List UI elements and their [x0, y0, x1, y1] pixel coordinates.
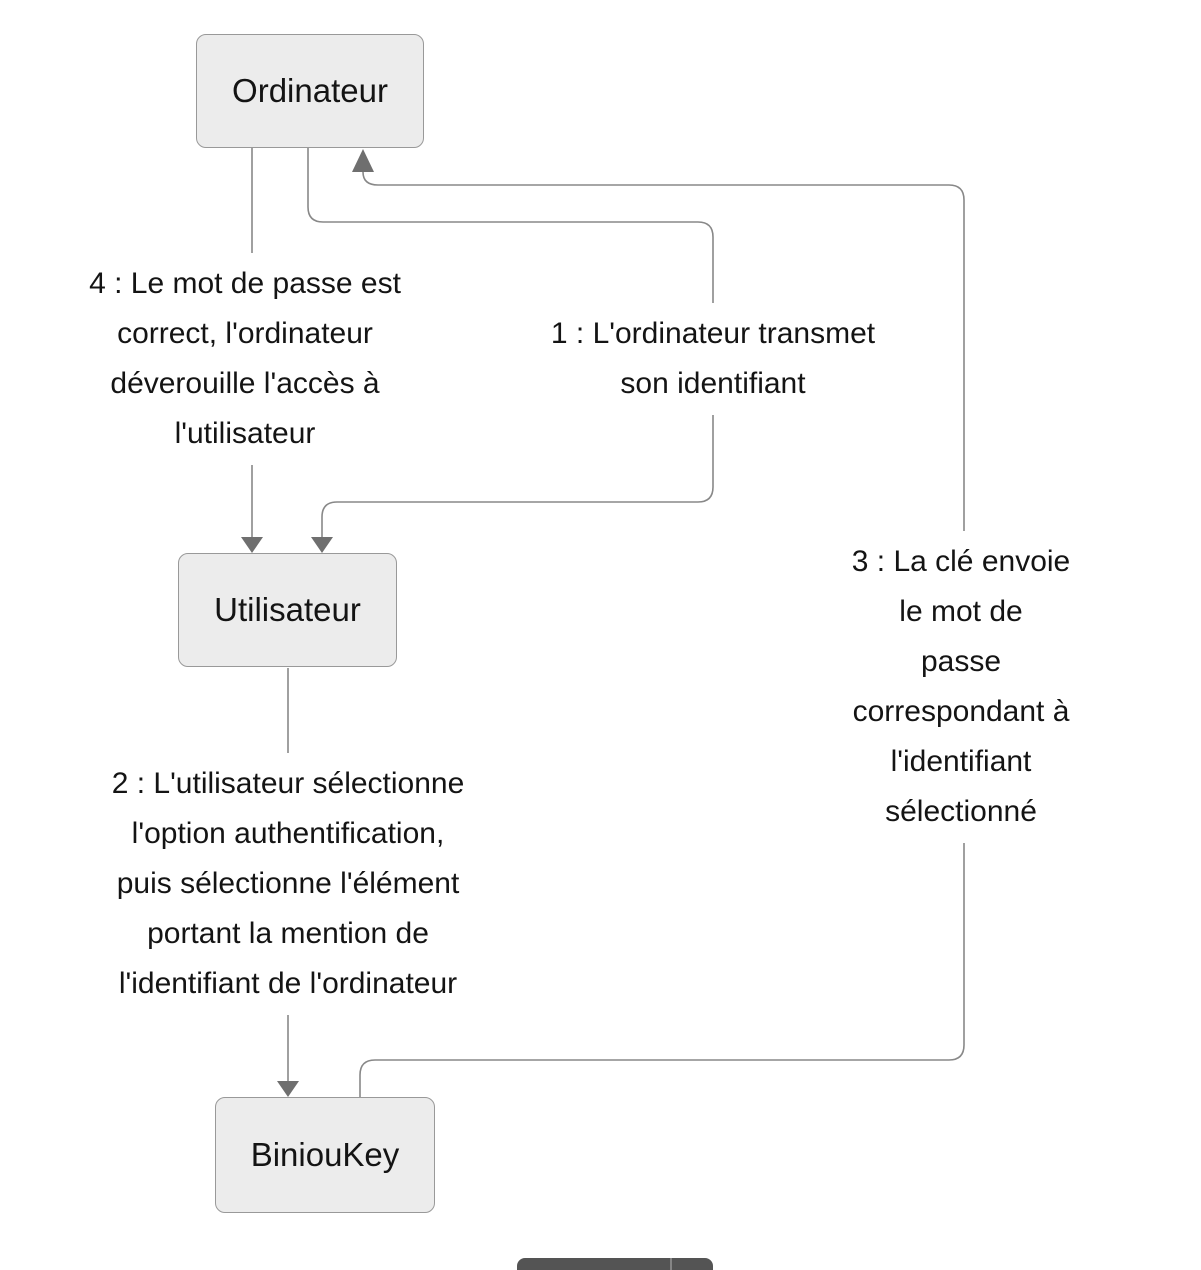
arrowhead-into-ordinateur [352, 149, 374, 172]
arrowhead-into-utilisateur-left [241, 537, 263, 553]
node-binioukey-label: BiniouKey [250, 1136, 400, 1173]
node-binioukey: BiniouKey [215, 1097, 435, 1213]
edge-label-step-3: 3 : La clé envoie le mot de passe corres… [841, 531, 1081, 843]
arrowhead-into-binioukey [277, 1081, 299, 1097]
node-ordinateur-label: Ordinateur [232, 72, 388, 109]
edge-label-step-2: 2 : L'utilisateur sélectionne l'option a… [101, 753, 475, 1015]
node-utilisateur: Utilisateur [178, 553, 397, 667]
edge-label-step-4: 4 : Le mot de passe est correct, l'ordin… [79, 253, 411, 465]
bottom-toolbar[interactable] [517, 1258, 713, 1270]
arrowhead-into-utilisateur-right [311, 537, 333, 553]
node-ordinateur: Ordinateur [196, 34, 424, 148]
toolbar-divider [670, 1258, 672, 1270]
edge-binioukey-ordinateur-loop [359, 171, 965, 1097]
edge-label-step-1: 1 : L'ordinateur transmet son identifian… [540, 303, 886, 415]
node-utilisateur-label: Utilisateur [214, 591, 361, 628]
